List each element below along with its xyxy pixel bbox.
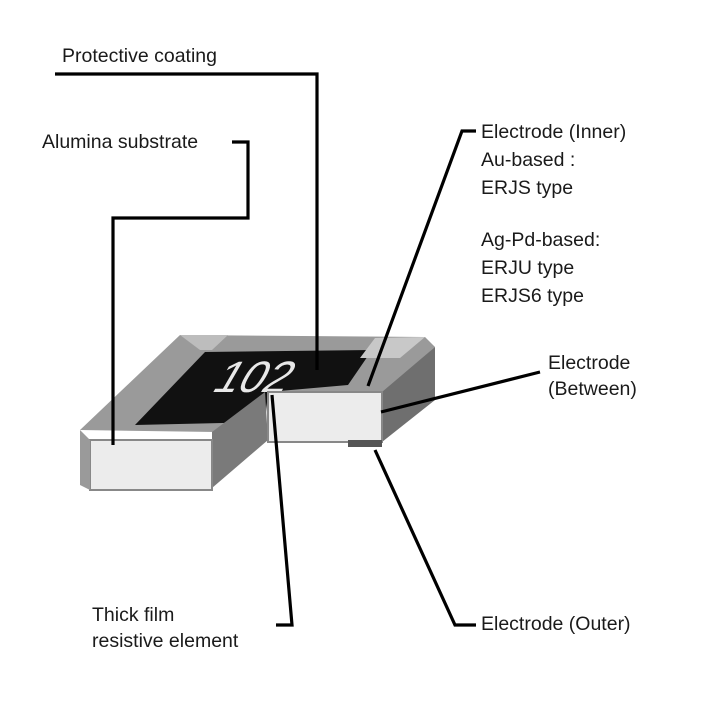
spacer — [481, 202, 626, 226]
label-alumina-substrate: Alumina substrate — [42, 131, 199, 153]
electrode-inner-line: Ag-Pd-based: — [481, 229, 601, 251]
chip-resistor: 102 — [80, 335, 435, 491]
back-electrode-right — [360, 337, 425, 358]
leader-alumina-substrate — [111, 140, 250, 445]
leader-electrode-inner — [366, 129, 476, 387]
leader-thick-film — [270, 394, 294, 627]
electrode-inner-line: Au-based : — [481, 149, 576, 171]
electrode-inner-line: ERJU type — [481, 257, 575, 279]
leader-protective-coating — [55, 72, 319, 370]
label-electrode-outer: Electrode (Outer) — [481, 613, 631, 635]
electrode-inner-line: ERJS type — [481, 177, 574, 199]
label-thick-film: Thick film resistive element — [92, 602, 238, 654]
outer-electrode-bottom — [348, 440, 382, 447]
right-side-face — [382, 347, 435, 442]
left-edge — [80, 430, 90, 490]
label-protective-coating: Protective coating — [62, 45, 218, 67]
middle-side-face — [212, 392, 268, 488]
protective-coating-area — [135, 350, 372, 425]
thick-film-line: Thick film — [92, 604, 175, 626]
leader-electrode-between — [380, 370, 541, 414]
electrode-front-right — [267, 391, 383, 443]
electrode-between-line: (Between) — [548, 378, 637, 400]
back-electrode — [180, 335, 228, 350]
electrode-inner-line: ERJS6 type — [481, 285, 584, 307]
leader-electrode-outer — [373, 449, 476, 627]
label-electrode-between: Electrode (Between) — [548, 350, 637, 402]
electrode-inner-line: Electrode (Inner) — [481, 121, 627, 143]
label-electrode-inner: Electrode (Inner) Au-based : ERJS type A… — [481, 118, 626, 310]
electrode-between-line: Electrode — [548, 352, 631, 374]
electrode-front-left — [89, 439, 213, 491]
thick-film-line: resistive element — [92, 630, 239, 652]
